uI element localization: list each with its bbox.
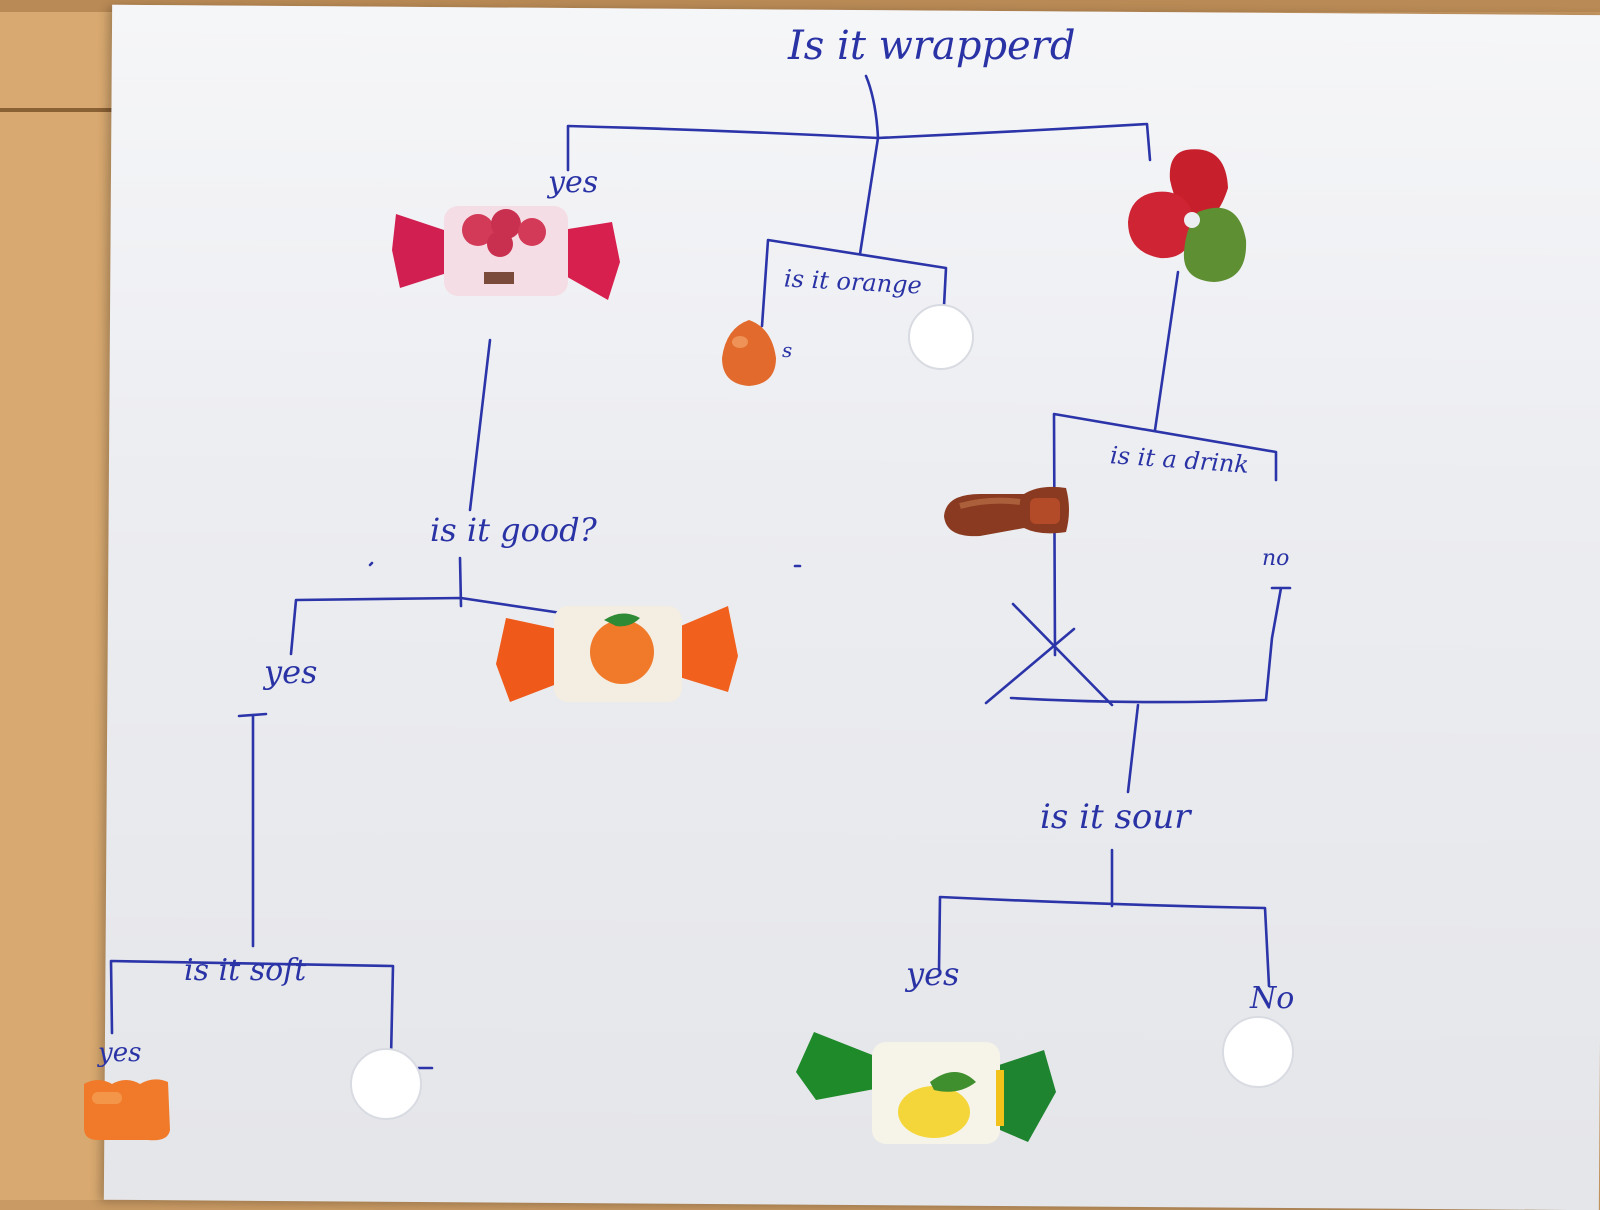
sour-yes-label: yes xyxy=(906,955,960,993)
cola-bottle-jelly xyxy=(944,486,1069,537)
white-mint-top xyxy=(908,304,974,370)
orange-wrapped-sweet xyxy=(496,606,738,702)
drink-bottom-bar xyxy=(1009,696,1268,704)
root-stem xyxy=(864,74,880,140)
lemon-wrapped-sweet xyxy=(796,1032,1056,1144)
soft-yes-label: yes xyxy=(98,1038,142,1068)
drink-no-label: no xyxy=(1262,546,1290,571)
sour-question-label: is it sour xyxy=(1040,797,1191,837)
root-question-label: Is it wrapperd xyxy=(788,23,1076,69)
good-question-label: is it good? xyxy=(430,511,597,549)
top-branch-bar xyxy=(566,122,1152,172)
orange-yes-fragment: s xyxy=(782,338,793,362)
stray-mark xyxy=(368,561,374,567)
sour-stem xyxy=(1126,703,1140,794)
middle-stem xyxy=(858,136,880,256)
good-stem xyxy=(468,338,492,512)
orange-jelly-sweet xyxy=(722,320,776,386)
white-mint-left xyxy=(350,1048,422,1120)
orange-gummy xyxy=(84,1079,170,1141)
drink-no-tick xyxy=(1264,586,1292,702)
drink-question-bracket xyxy=(1052,412,1278,657)
sour-branch-bar xyxy=(937,895,1271,988)
table-plank-gap xyxy=(0,108,112,112)
yes-top-label: yes xyxy=(548,165,599,200)
white-mint-right xyxy=(1222,1016,1294,1088)
crossed-out-lines xyxy=(984,602,1114,707)
soft-question-bracket xyxy=(109,959,395,1060)
raspberry-wrapped-sweet xyxy=(392,206,620,300)
soft-question-label: is it soft xyxy=(184,953,307,988)
orange-question-bracket xyxy=(760,238,948,328)
good-yes-label: yes xyxy=(264,653,318,691)
wooden-table xyxy=(0,0,120,1200)
good-branch-bar xyxy=(289,596,570,656)
strawberry-jelly xyxy=(1128,149,1247,282)
good-yes-tick xyxy=(237,712,268,948)
orange-question-label: is it orange xyxy=(783,264,923,300)
right-stem xyxy=(1153,270,1180,432)
sour-no-label: No xyxy=(1250,981,1295,1016)
